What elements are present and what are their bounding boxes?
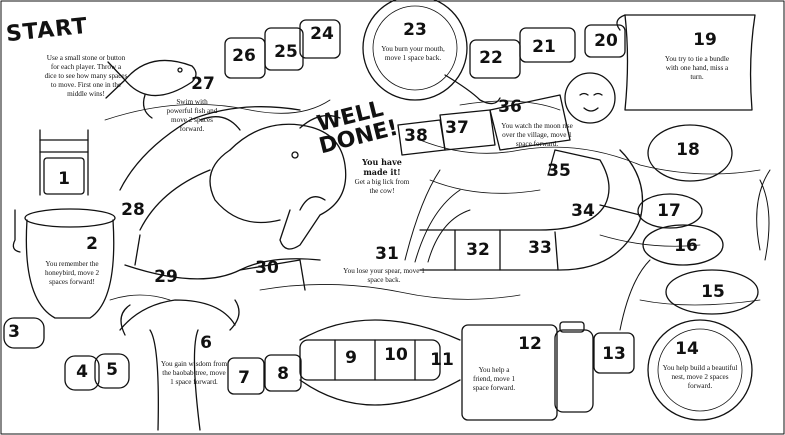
square-37[interactable]: 37: [445, 118, 469, 138]
parchment-square-19: [624, 14, 756, 111]
instruction-square-19: You try to tie a bundle with one hand, m…: [664, 55, 730, 81]
instruction-square-12: You help a friend, move 1 space forward.: [472, 366, 516, 392]
square-8[interactable]: 8: [277, 364, 289, 384]
square-6[interactable]: 6: [200, 333, 212, 353]
square-21[interactable]: 21: [532, 37, 556, 57]
square-22[interactable]: 22: [479, 48, 503, 68]
square-29[interactable]: 29: [154, 267, 178, 287]
bridge-squares-7-11: [227, 319, 461, 406]
square-32[interactable]: 32: [466, 240, 490, 260]
square-17[interactable]: 17: [657, 201, 681, 221]
finish-subheading: You have made it!: [362, 157, 402, 177]
square-16[interactable]: 16: [674, 236, 698, 256]
box-square-12: [461, 324, 558, 421]
cow-illustration: [199, 114, 347, 250]
instruction-square-2: You remember the honeybird, move 2 space…: [44, 260, 100, 286]
plank-squares-36-38: [397, 94, 571, 156]
square-20[interactable]: 20: [594, 31, 618, 51]
square-5[interactable]: 5: [106, 360, 118, 380]
instruction-square-27: Swim with powerful fish and move 2 space…: [166, 98, 218, 133]
square-35[interactable]: 35: [547, 161, 571, 181]
stone-square-16: [642, 224, 724, 266]
stone-square-4: [64, 355, 100, 391]
instruction-square-23: You burn your mouth, move 1 space back.: [381, 45, 445, 62]
square-34[interactable]: 34: [571, 201, 595, 221]
instruction-square-14: You help build a beautiful nest, move 2 …: [662, 364, 738, 390]
background-landscape: [104, 99, 761, 306]
finish-text: Get a big lick from the cow!: [354, 178, 410, 195]
stone-square-17: [637, 193, 703, 229]
reeds: [404, 169, 771, 331]
stone-square-13: [593, 332, 635, 374]
square-23[interactable]: 23: [403, 20, 427, 40]
square-9[interactable]: 9: [345, 348, 357, 368]
square-31[interactable]: 31: [375, 244, 399, 264]
square-2[interactable]: 2: [86, 234, 98, 254]
stone-square-5: [94, 353, 130, 389]
river-path-squares-31-35: [419, 149, 644, 271]
cow-path-squares-28-30: [119, 106, 321, 291]
instruction-square-31: You lose your spear, move 1 space back.: [343, 267, 425, 284]
square-12[interactable]: 12: [518, 334, 542, 354]
square-38[interactable]: 38: [404, 126, 428, 146]
stone-square-3: [3, 317, 45, 349]
ladder-square-1: [39, 129, 89, 196]
square-3[interactable]: 3: [8, 322, 20, 342]
bottle: [554, 329, 594, 413]
plate-square-23: [362, 0, 501, 105]
square-26[interactable]: 26: [232, 46, 256, 66]
instruction-square-6: You gain wisdom from the baobab tree, mo…: [160, 360, 228, 386]
start-instructions: Use a small stone or button for each pla…: [44, 54, 128, 98]
square-10[interactable]: 10: [384, 345, 408, 365]
square-25[interactable]: 25: [274, 42, 298, 62]
stone-square-15: [665, 269, 759, 315]
fish-square-27: [105, 59, 197, 119]
nest-square-14: [647, 319, 753, 421]
square-15[interactable]: 15: [701, 282, 725, 302]
instruction-square-36: You watch the moon rise over the village…: [501, 122, 573, 148]
square-19[interactable]: 19: [693, 30, 717, 50]
baobab-tree-square-6: [119, 299, 240, 431]
square-11[interactable]: 11: [430, 350, 454, 370]
square-30[interactable]: 30: [255, 258, 279, 278]
square-7[interactable]: 7: [238, 368, 250, 388]
square-36[interactable]: 36: [498, 97, 522, 117]
square-33[interactable]: 33: [528, 238, 552, 258]
square-24[interactable]: 24: [310, 24, 334, 44]
square-4[interactable]: 4: [76, 362, 88, 382]
square-14[interactable]: 14: [675, 339, 699, 359]
square-13[interactable]: 13: [602, 344, 626, 364]
square-28[interactable]: 28: [121, 200, 145, 220]
square-1[interactable]: 1: [58, 169, 70, 189]
top-path-squares-20-26: [224, 19, 626, 79]
moon: [564, 72, 616, 124]
square-27[interactable]: 27: [191, 74, 215, 94]
square-18[interactable]: 18: [676, 140, 700, 160]
stone-square-18: [647, 124, 733, 182]
honey-pot-square-2: [12, 208, 116, 319]
